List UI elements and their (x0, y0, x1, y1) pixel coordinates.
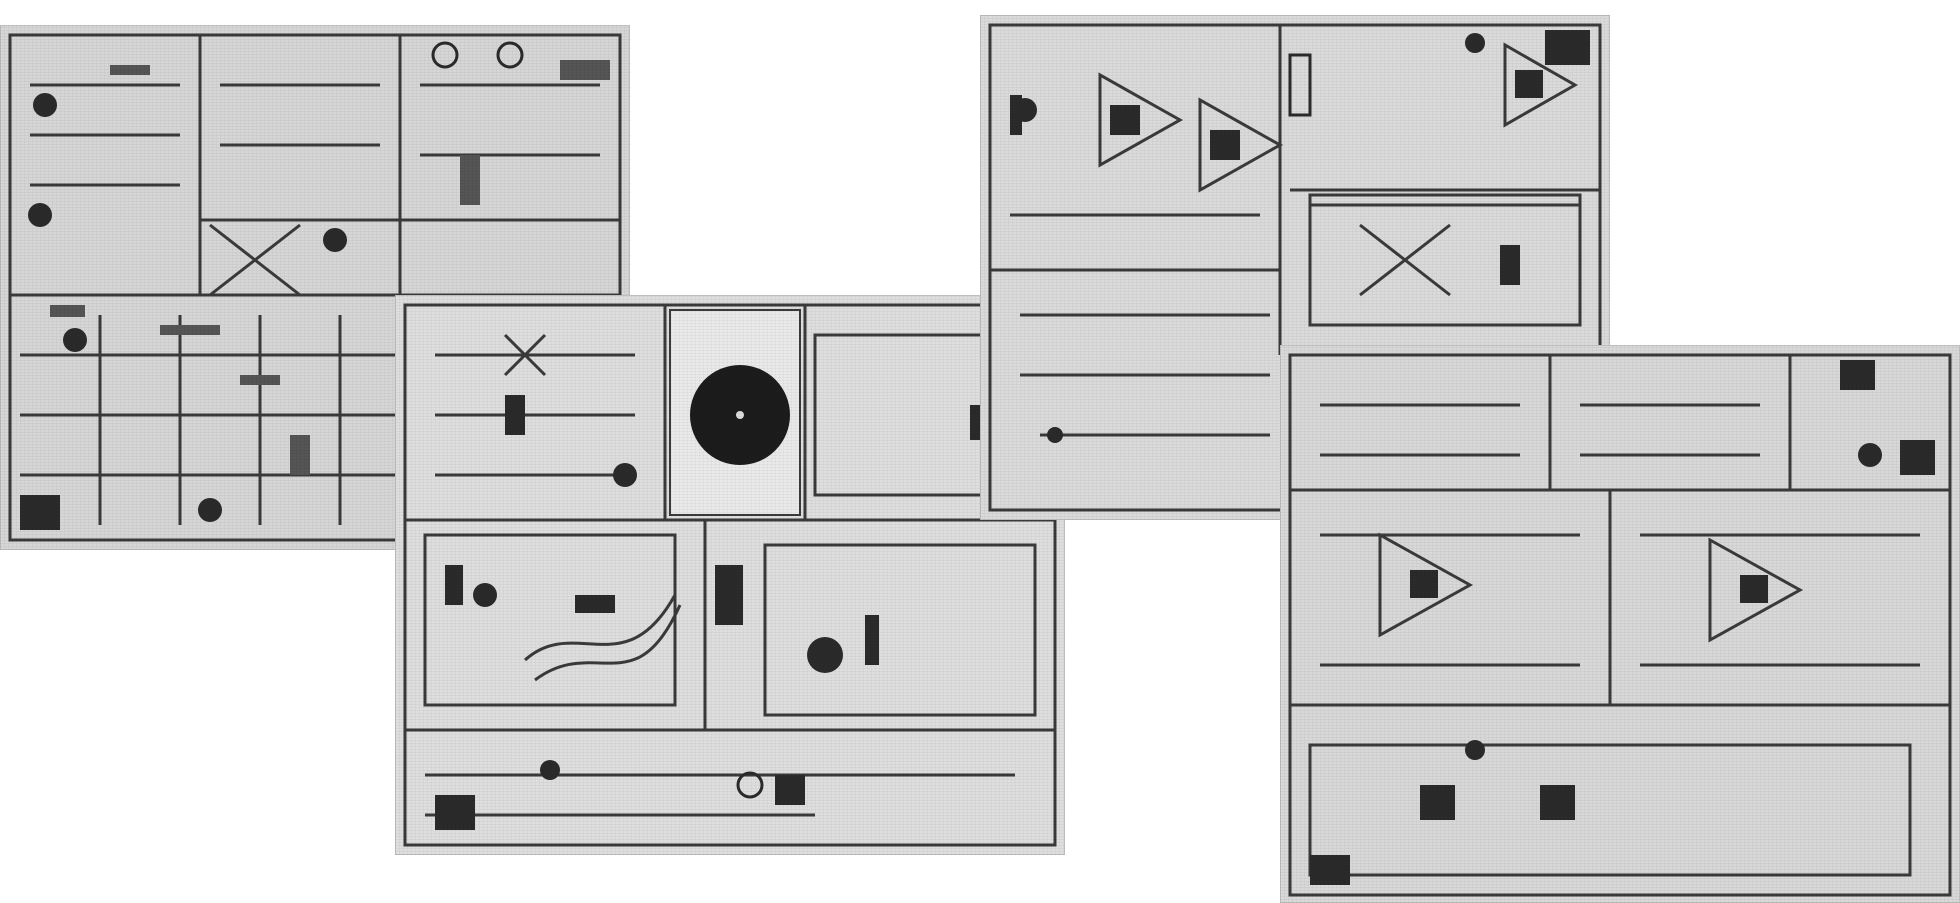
circuit-board-right (1280, 345, 1960, 903)
circuit-traces-right (1288, 353, 1952, 897)
circuit-board-top-left (0, 25, 630, 550)
circuit-board-center-left (395, 295, 1065, 855)
circuit-traces-center-left (403, 303, 1057, 847)
